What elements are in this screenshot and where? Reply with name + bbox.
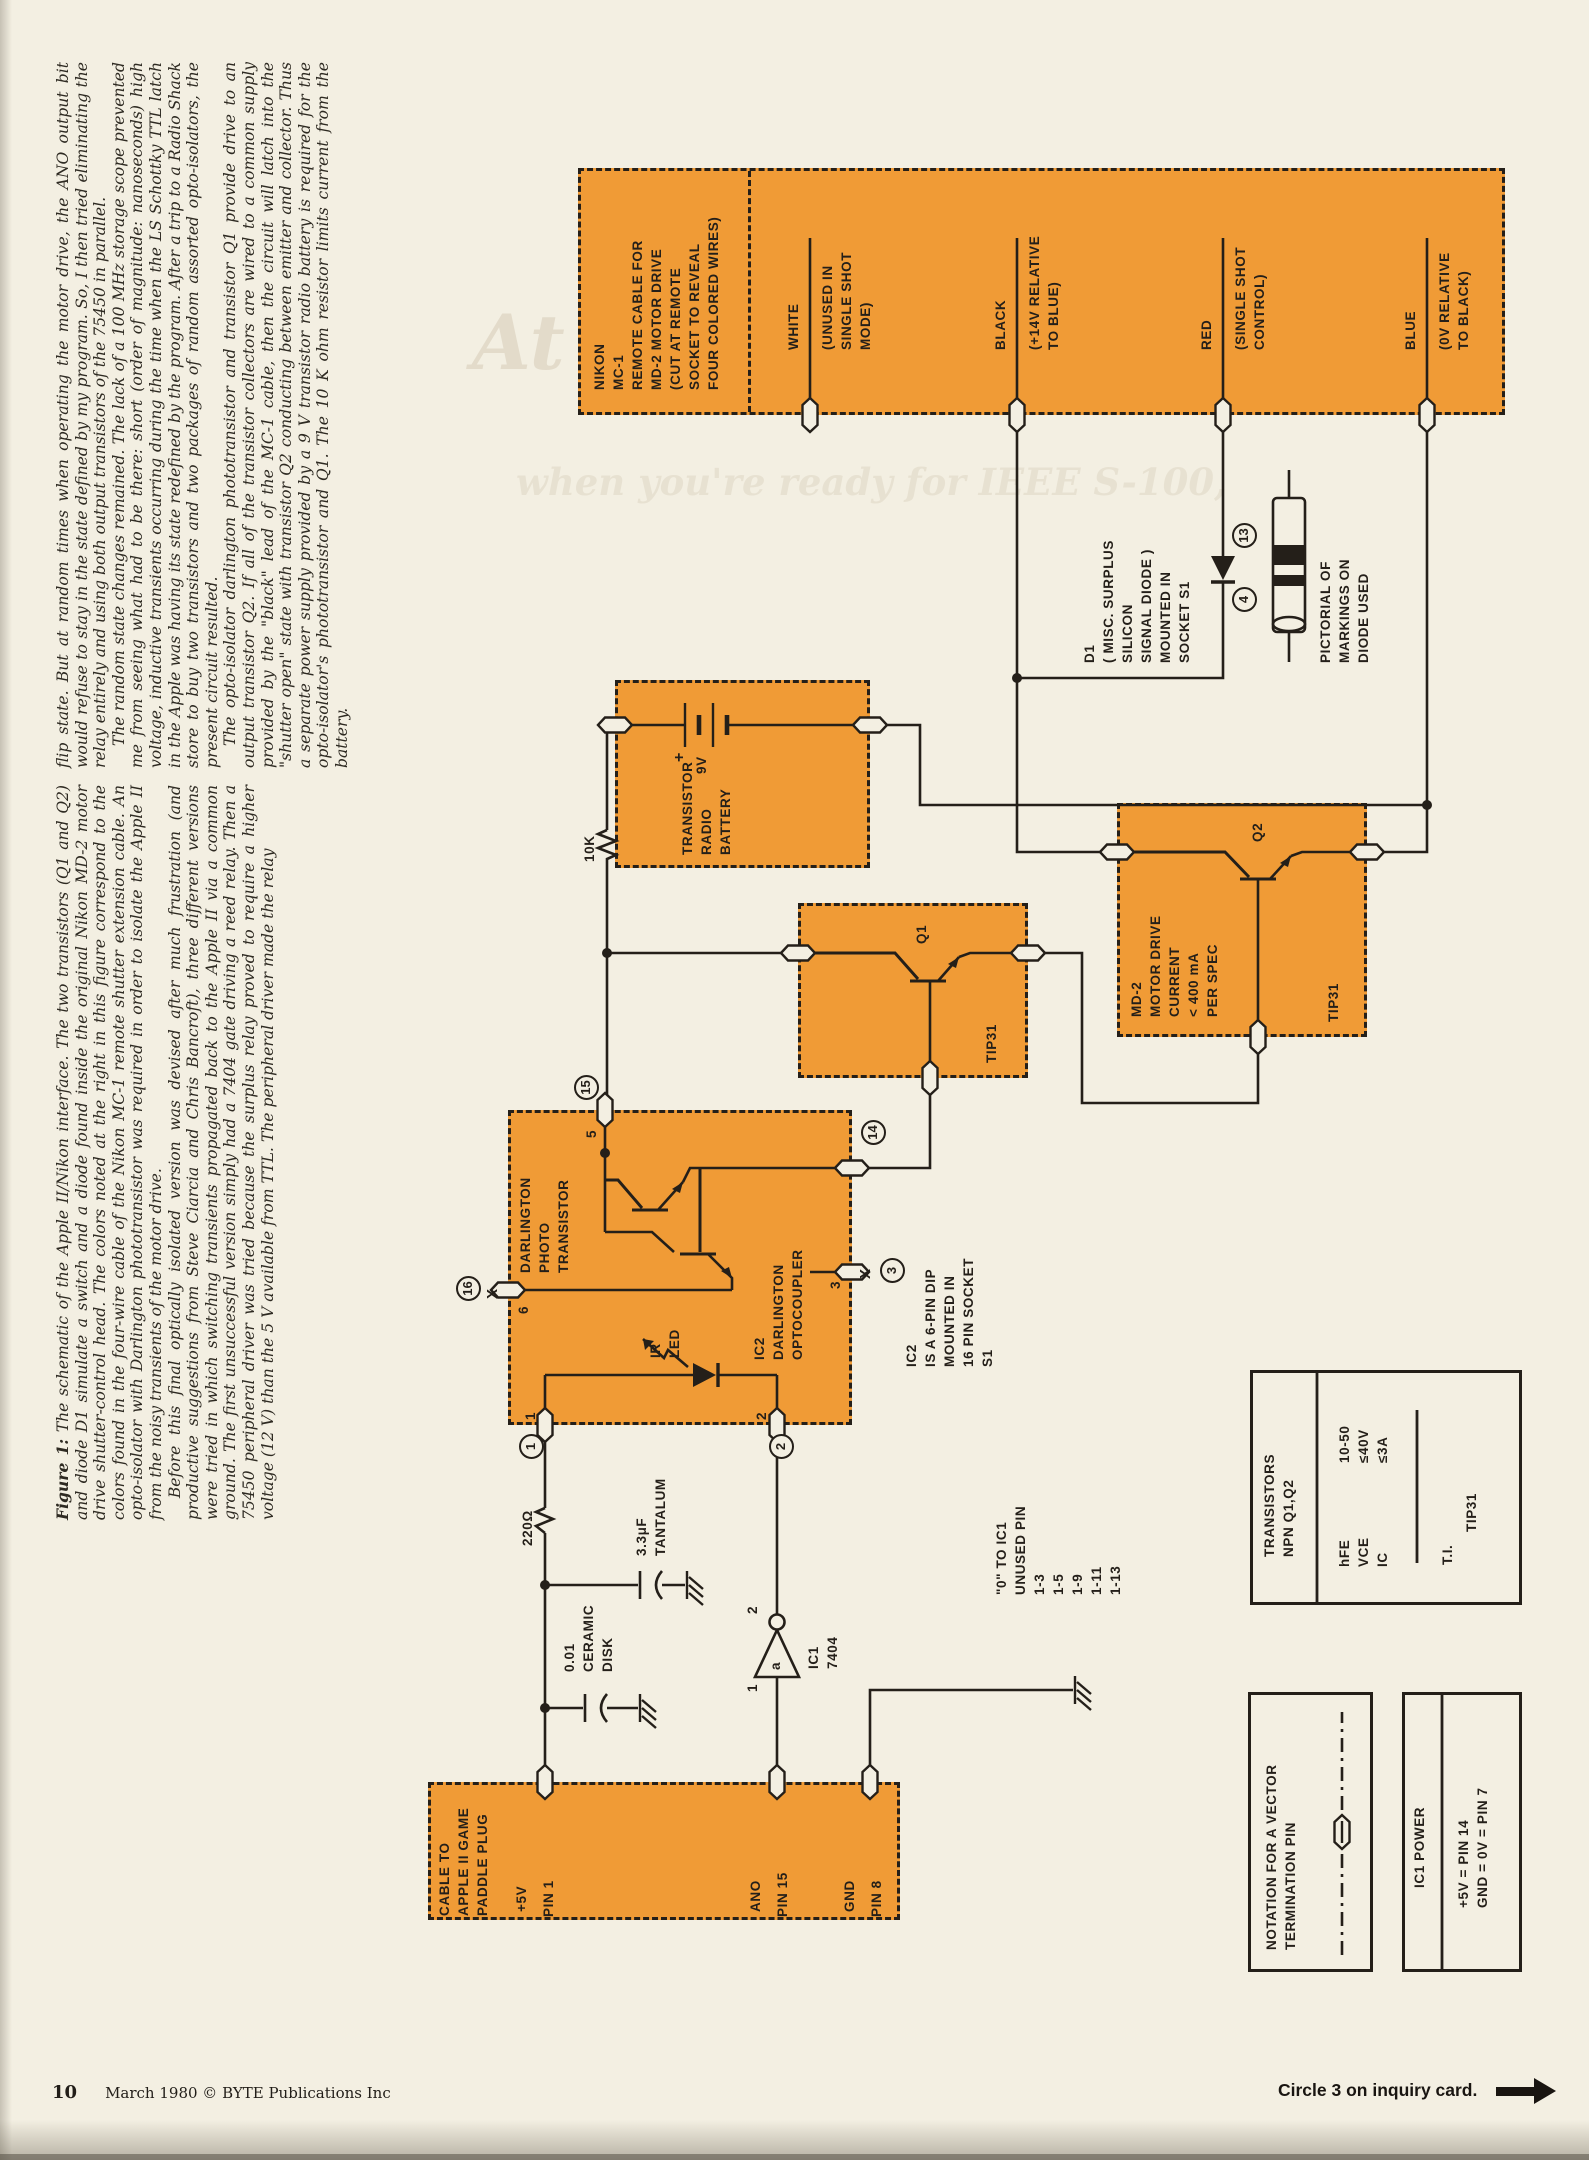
circled-pin-15: 15	[574, 1075, 599, 1100]
ic1-pin1-number: 1	[745, 1683, 760, 1692]
q1-label: Q1	[914, 924, 929, 944]
page-number: 10	[52, 2082, 78, 2103]
ic1-power-pins: +5V = PIN 14 GND = 0V = PIN 7	[1456, 1787, 1490, 1908]
figure-caption: Figure 1: The schematic of the Apple II/…	[53, 785, 277, 1520]
circled-pin-13: 13	[1232, 523, 1257, 548]
wire-black-label: BLACK	[993, 299, 1008, 350]
battery-plus-sign: +	[671, 752, 688, 762]
opto-pin2-number: 2	[754, 1411, 769, 1420]
battery-block	[615, 680, 870, 868]
footer-inquiry: Circle 3 on inquiry card.	[1278, 2080, 1478, 2100]
inquiry-arrow-icon	[1496, 2087, 1536, 2096]
wire-white-note: (UNUSED IN SINGLE SHOT MODE)	[820, 251, 873, 350]
ic1-pin2-number: 2	[745, 1605, 760, 1614]
x-mark-pin6: X	[484, 1288, 501, 1299]
apple-cable-block	[428, 1782, 900, 1920]
wire-blue-label: BLUE	[1403, 310, 1418, 350]
opto-pin3-number: 3	[828, 1280, 843, 1289]
battery-label: TRANSISTOR RADIO BATTERY	[680, 761, 733, 855]
x-mark-pin3: X	[857, 1268, 874, 1279]
opto-pin6-number: 6	[516, 1305, 531, 1314]
resistor-10k-label: 10K	[582, 835, 597, 862]
wire-red-label: RED	[1199, 319, 1214, 350]
footer-publication: March 1980 © BYTE Publications Inc	[105, 2084, 391, 2102]
resistor-220-label: 220Ω	[520, 1510, 535, 1546]
cable-pin8-label: PIN 8	[869, 1880, 884, 1917]
article-paragraph-3: The opto-isolator darlington phototransi…	[221, 62, 351, 768]
cap-ceramic-label: 0.01 CERAMIC DISK	[562, 1604, 615, 1672]
diode-pictorial-note: PICTORIAL OF MARKINGS ON DIODE USED	[1318, 558, 1371, 663]
figure-label: Figure 1:	[53, 1438, 72, 1520]
zero-to-ic1-note: "0" TO IC1 UNUSED PIN 1-3 1-5 1-9 1-11 1…	[994, 1505, 1123, 1595]
wire-blue-note: (0V RELATIVE TO BLACK)	[1437, 252, 1471, 350]
ic1-power-title: IC1 POWER	[1412, 1806, 1427, 1888]
d1-note: D1 ( MISC. SURPLUS SILICON SIGNAL DIODE …	[1082, 539, 1192, 663]
opto-pin5-number: 5	[584, 1129, 599, 1138]
caption-paragraph-2: Before this final optically isolated ver…	[165, 785, 277, 1520]
table-title: TRANSISTORS NPN Q1,Q2	[1262, 1453, 1296, 1557]
wire-red-note: (SINGLE SHOT CONTROL)	[1233, 246, 1267, 350]
cable-gnd-label: GND	[842, 1880, 857, 1912]
article-text: flip state. But at random times when ope…	[54, 62, 352, 768]
ic2-socket-note: IC2 IS A 6-PIN DIP MOUNTED IN 16 PIN SOC…	[904, 1257, 995, 1367]
md2-block-label: MD-2 MOTOR DRIVE CURRENT < 400 mA PER SP…	[1129, 915, 1220, 1017]
opto-photo-label: DARLINGTON PHOTO TRANSISTOR	[518, 1177, 571, 1273]
notation-box-label: NOTATION FOR A VECTOR TERMINATION PIN	[1264, 1764, 1298, 1950]
cable-pin1-label: PIN 1	[541, 1880, 556, 1917]
ic1-gate-label: IC1 7404	[806, 1636, 840, 1669]
circled-pin-16: 16	[456, 1276, 481, 1301]
caption-paragraph-1: The schematic of the Apple II/Nikon inte…	[54, 785, 165, 1520]
cable-block-label: CABLE TO APPLE II GAME PADDLE PLUG	[437, 1807, 490, 1916]
wire-black-note: (+14V RELATIVE TO BLUE)	[1027, 235, 1061, 350]
q2-part-label: TIP31	[1326, 982, 1341, 1022]
scan-edge-shadow	[0, 0, 12, 2160]
inquiry-arrow-icon	[1534, 2078, 1556, 2104]
q2-label: Q2	[1250, 822, 1265, 842]
circled-pin-2: 2	[769, 1434, 794, 1459]
footer-left: 10 March 1980 © BYTE Publications Inc	[52, 2082, 391, 2103]
wire-white-label: WHITE	[786, 303, 801, 351]
figure-rotated-content: Figure 1: The schematic of the Apple II/…	[40, 50, 1530, 1980]
q1-part-label: TIP31	[984, 1023, 999, 1063]
opto-pin1-number: 1	[523, 1411, 538, 1420]
circled-pin-3: 3	[880, 1258, 905, 1283]
table-values: 10-50 ≤40V ≤3A	[1337, 1425, 1390, 1463]
scan-edge-shadow	[0, 2154, 1589, 2160]
cable-pin15-label: PIN 15	[775, 1872, 790, 1917]
nikon-block-label: NIKON MC-1 REMOTE CABLE FOR MD-2 MOTOR D…	[592, 216, 721, 390]
scan-edge-shadow	[0, 2120, 1589, 2160]
cap-tantalum-label: 3.3μF TANTALUM	[634, 1478, 668, 1556]
nikon-block-divider	[748, 171, 751, 412]
table-part: TIP31	[1464, 1492, 1479, 1532]
circled-pin-4: 4	[1232, 587, 1257, 612]
table-mfr: T.I.	[1440, 1544, 1455, 1565]
cable-ano-label: ANO	[748, 1880, 763, 1912]
article-paragraph-1: flip state. But at random times when ope…	[54, 62, 110, 768]
circled-pin-14: 14	[861, 1120, 886, 1145]
ir-led-label: IR LED	[648, 1329, 682, 1358]
opto-ic2-label: IC2 DARLINGTON OPTOCOUPLER	[752, 1249, 805, 1360]
table-params: hFE VCE IC	[1337, 1537, 1390, 1567]
ic1-gate-letter: a	[768, 1661, 783, 1670]
article-paragraph-2: The random state changes remained. The l…	[109, 62, 221, 768]
circled-pin-1: 1	[519, 1434, 544, 1459]
battery-voltage: 9V	[694, 756, 709, 774]
cable-5v-label: +5V	[514, 1885, 529, 1912]
